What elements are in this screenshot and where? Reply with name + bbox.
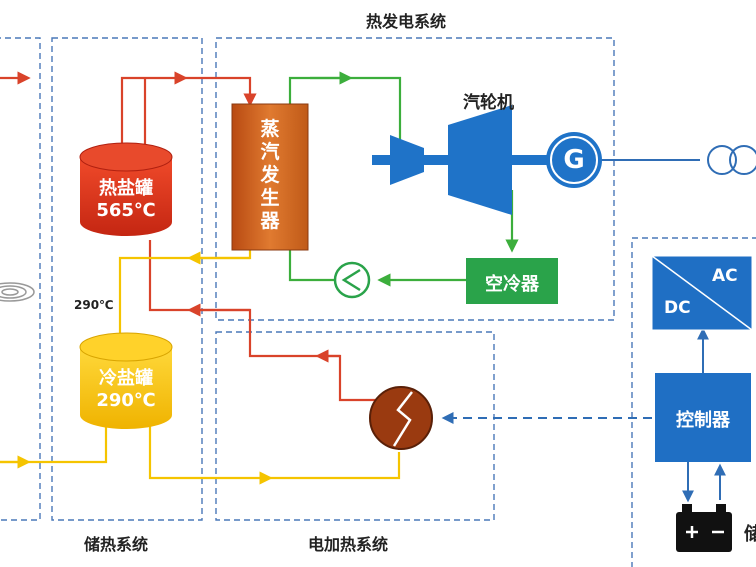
electric-heating-section-label: 电加热系统 [308, 535, 389, 554]
hot-salt-tank [79, 142, 173, 236]
inverter-ac-label: AC [712, 266, 738, 286]
left-partial-box [0, 37, 41, 521]
battery-icon [676, 504, 732, 552]
inverter-dc-label: DC [664, 298, 691, 318]
controller-label: 控制器 [676, 410, 730, 431]
cold-tank-name: 冷盐罐 [99, 368, 153, 389]
section-boxes [0, 37, 756, 567]
control-box [631, 237, 756, 567]
cold-tank-temp: 290℃ [96, 390, 156, 411]
air-cooler-label: 空冷器 [485, 274, 539, 295]
hot-tank-name: 热盐罐 [99, 178, 153, 199]
hot-tank-label: 热盐罐 565℃ [80, 178, 172, 222]
thermal-power-section-label: 热发电系统 [366, 12, 447, 31]
turbine-label: 汽轮机 [463, 93, 514, 113]
inverter-box [651, 255, 753, 331]
generator-icon [546, 132, 602, 188]
heat-storage-section-label: 储热系统 [84, 535, 149, 554]
heater-coil-icon [369, 386, 433, 450]
cold-salt-tank [79, 332, 173, 429]
battery-partial-label: 储 [744, 524, 756, 545]
pump-icon [333, 261, 371, 299]
air-cooler [466, 258, 558, 304]
cold-tank-label: 冷盐罐 290℃ [80, 368, 172, 412]
hot-salt-lines [0, 78, 401, 450]
controller-box [655, 373, 751, 462]
electric-heating-box [215, 331, 495, 521]
steam-generator [231, 103, 309, 251]
generator-label: G [563, 145, 585, 175]
solar-receiver-partial [0, 282, 35, 302]
hot-tank-temp: 565℃ [96, 200, 156, 221]
transformer-icon [707, 145, 756, 175]
heat-storage-box [51, 37, 203, 521]
temp-290-label: 290℃ [74, 298, 114, 312]
steam-generator-label: 蒸 汽 发 生 器 [260, 118, 280, 232]
turbine-icon [372, 105, 552, 215]
